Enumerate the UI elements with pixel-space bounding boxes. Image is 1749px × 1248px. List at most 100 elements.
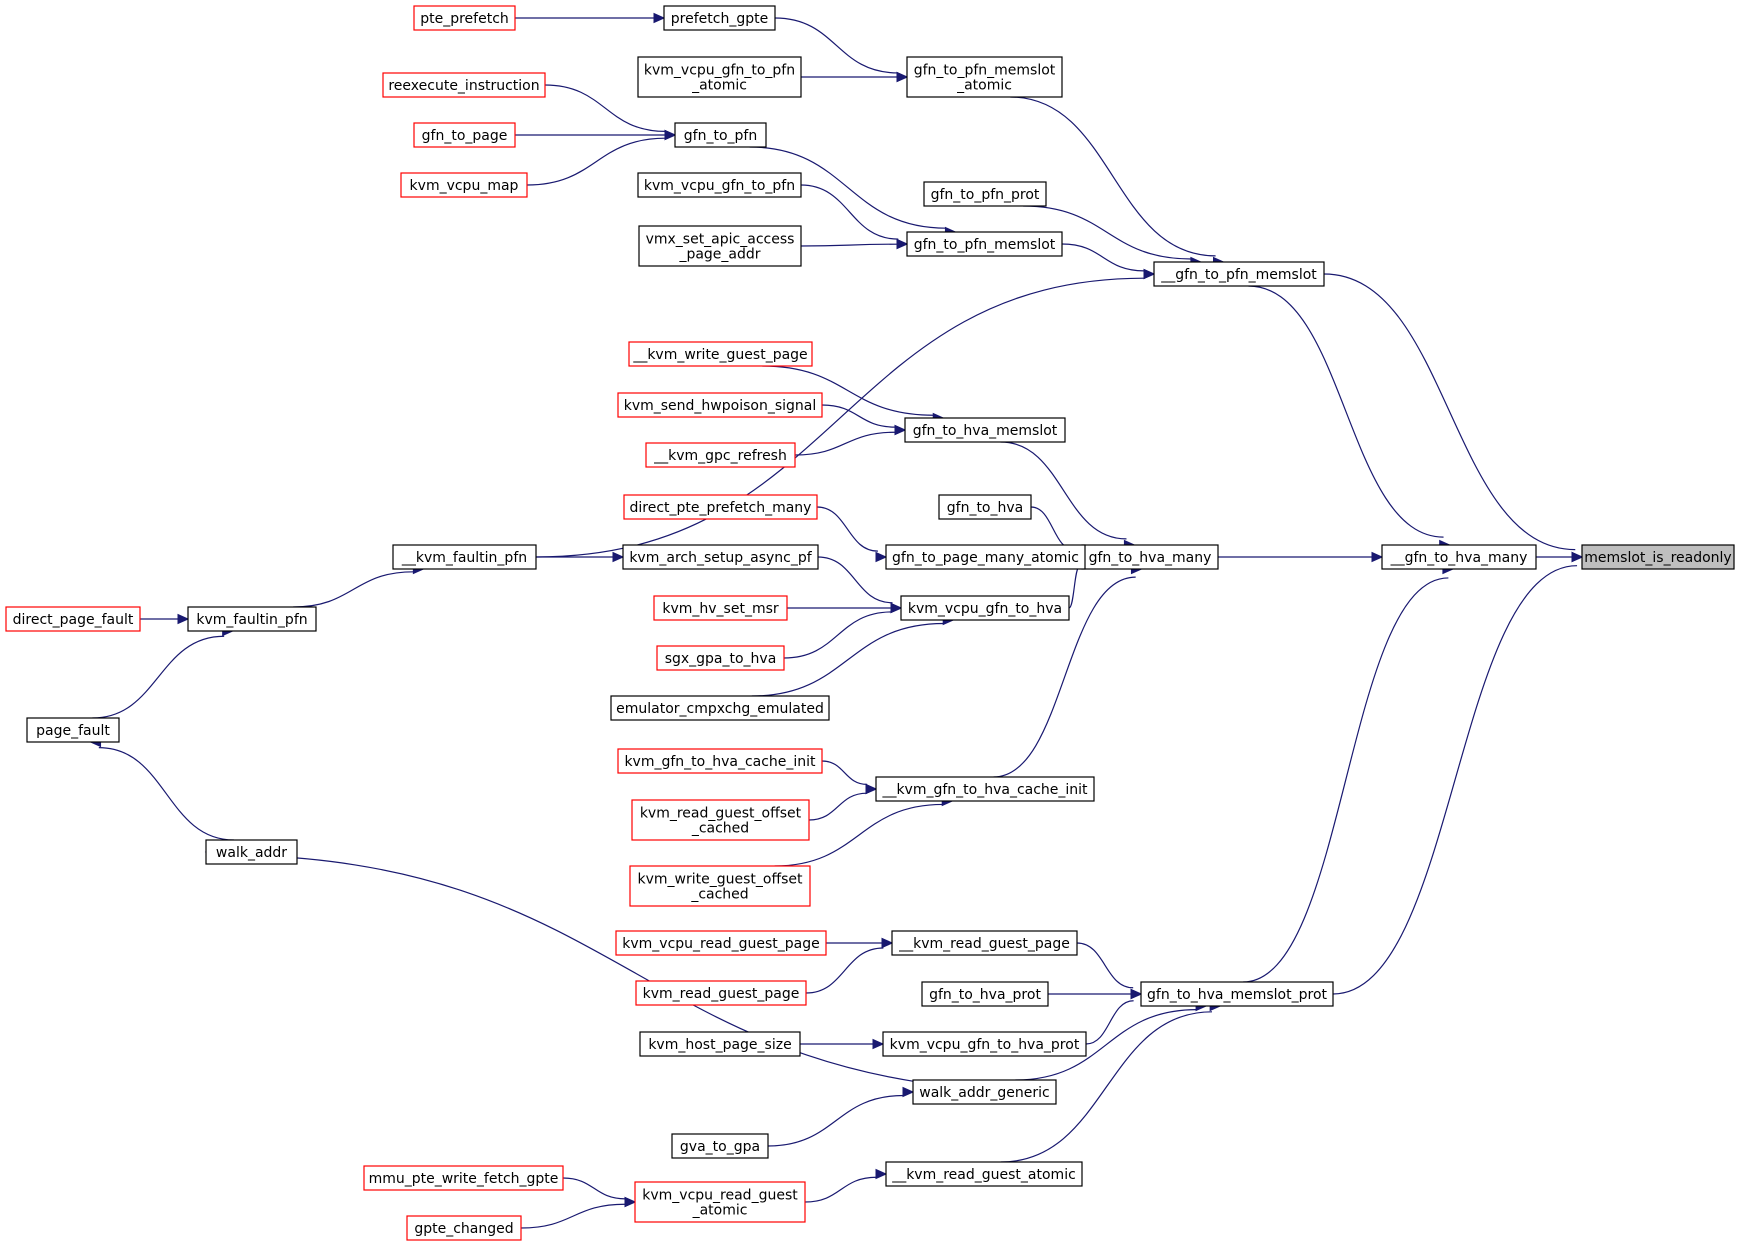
edge-__gfn_to_pfn_memslot-to-memslot_is_readonly	[1323, 273, 1584, 563]
edge-arrowhead	[872, 1038, 885, 1050]
node-__kvm_read_guest_atomic[interactable]: __kvm_read_guest_atomic	[885, 1161, 1083, 1187]
edge-kvm_hv_set_msr-to-kvm_vcpu_gfn_to_hva	[786, 602, 903, 614]
node-box	[615, 930, 827, 956]
edge-line	[767, 1094, 904, 1147]
node-label: kvm_arch_setup_async_pf	[629, 550, 812, 566]
node-__kvm_faultin_pfn[interactable]: __kvm_faultin_pfn	[392, 544, 537, 570]
node-box	[906, 231, 1063, 257]
node-label: mmu_pte_write_fetch_gpte	[369, 1171, 559, 1187]
node-kvm_vcpu_gfn_to_pfn[interactable]: kvm_vcpu_gfn_to_pfn	[637, 172, 802, 198]
node-box	[885, 544, 1086, 570]
node-gfn_to_hva_memslot[interactable]: gfn_to_hva_memslot	[904, 417, 1066, 443]
node-label: __kvm_read_guest_page	[898, 936, 1070, 952]
node-kvm_arch_setup_async_pf[interactable]: kvm_arch_setup_async_pf	[622, 544, 819, 570]
node-gfn_to_hva_memslot_prot[interactable]: gfn_to_hva_memslot_prot	[1140, 981, 1334, 1007]
node-kvm_hv_set_msr[interactable]: kvm_hv_set_msr	[653, 595, 788, 621]
node-gva_to_gpa[interactable]: gva_to_gpa	[671, 1133, 769, 1159]
edge-line	[774, 803, 943, 867]
node-gfn_to_pfn[interactable]: gfn_to_pfn	[674, 122, 767, 148]
edge-line	[1076, 942, 1134, 989]
node-page_fault[interactable]: page_fault	[26, 717, 120, 743]
node-label: gfn_to_page	[422, 128, 508, 144]
node-sgx_gpa_to_hva[interactable]: sgx_gpa_to_hva	[656, 645, 785, 671]
node-gfn_to_pfn_memslot[interactable]: gfn_to_pfn_memslot	[906, 231, 1063, 257]
node-walk_addr[interactable]: walk_addr	[205, 839, 298, 865]
node-pte_prefetch[interactable]: pte_prefetch	[413, 5, 516, 31]
node-__kvm_write_guest_page[interactable]: __kvm_write_guest_page	[628, 341, 813, 367]
node-box	[1153, 261, 1325, 287]
node-gfn_to_hva[interactable]: gfn_to_hva	[938, 494, 1032, 520]
node-direct_pte_prefetch_many[interactable]: direct_pte_prefetch_many	[623, 494, 818, 520]
node-gfn_to_hva_prot[interactable]: gfn_to_hva_prot	[921, 981, 1049, 1007]
node-label: kvm_vcpu_gfn_to_hva	[908, 601, 1062, 617]
node-kvm_send_hwpoison_signal[interactable]: kvm_send_hwpoison_signal	[617, 392, 823, 418]
node-gfn_to_page[interactable]: gfn_to_page	[413, 122, 516, 148]
node-label: walk_addr	[216, 845, 287, 861]
node-prefetch_gpte[interactable]: prefetch_gpte	[663, 5, 776, 31]
edge-line	[993, 576, 1136, 778]
node-gfn_to_pfn_prot[interactable]: gfn_to_pfn_prot	[923, 181, 1047, 207]
node-emulator_cmpxchg_emulated[interactable]: emulator_cmpxchg_emulated	[610, 695, 830, 721]
node-__kvm_gpc_refresh[interactable]: __kvm_gpc_refresh	[645, 442, 796, 468]
node-direct_page_fault[interactable]: direct_page_fault	[5, 606, 141, 632]
edge-__kvm_faultin_pfn-to-__gfn_to_pfn_memslot	[535, 268, 1156, 558]
edge-line	[1023, 205, 1192, 260]
node-box	[623, 494, 818, 520]
node-vmx_set_apic_access_page_addr[interactable]: vmx_set_apic_access_page_addr	[638, 225, 802, 267]
node-kvm_vcpu_read_guest_page[interactable]: kvm_vcpu_read_guest_page	[615, 930, 827, 956]
node-__kvm_gfn_to_hva_cache_init[interactable]: __kvm_gfn_to_hva_cache_init	[875, 776, 1095, 802]
node-mmu_pte_write_fetch_gpte[interactable]: mmu_pte_write_fetch_gpte	[363, 1165, 564, 1191]
node-box	[628, 341, 813, 367]
node-kvm_vcpu_gfn_to_pfn_atomic[interactable]: kvm_vcpu_gfn_to_pfn_atomic	[637, 56, 802, 98]
node-__gfn_to_pfn_memslot[interactable]: __gfn_to_pfn_memslot	[1153, 261, 1325, 287]
node-__kvm_read_guest_page[interactable]: __kvm_read_guest_page	[891, 930, 1078, 956]
node-kvm_vcpu_read_guest_atomic[interactable]: kvm_vcpu_read_guest_atomic	[634, 1181, 806, 1223]
node-kvm_read_guest_page[interactable]: kvm_read_guest_page	[635, 980, 807, 1006]
node-reexecute_instruction[interactable]: reexecute_instruction	[382, 72, 546, 98]
node-box	[5, 606, 141, 632]
node-kvm_gfn_to_hva_cache_init[interactable]: kvm_gfn_to_hva_cache_init	[617, 748, 823, 774]
edge-line	[821, 760, 868, 785]
node-kvm_read_guest_offset_cached[interactable]: kvm_read_guest_offset_cached	[631, 799, 810, 841]
node-gpte_changed[interactable]: gpte_changed	[406, 1215, 522, 1241]
node-kvm_write_guest_offset_cached[interactable]: kvm_write_guest_offset_cached	[629, 865, 811, 907]
edge-line	[816, 506, 878, 552]
node-label: _page_addr	[678, 247, 760, 263]
node-box	[635, 980, 807, 1006]
node-gfn_to_pfn_memslot_atomic[interactable]: gfn_to_pfn_memslot_atomic	[906, 56, 1063, 98]
node-__gfn_to_hva_many[interactable]: __gfn_to_hva_many	[1381, 544, 1537, 570]
edge-direct_page_fault-to-kvm_faultin_pfn	[140, 613, 190, 625]
node-kvm_vcpu_gfn_to_hva[interactable]: kvm_vcpu_gfn_to_hva	[900, 595, 1070, 621]
node-box	[1581, 544, 1735, 570]
node-label: gfn_to_hva_memslot_prot	[1147, 987, 1328, 1003]
node-gfn_to_page_many_atomic[interactable]: gfn_to_page_many_atomic	[885, 544, 1086, 570]
edge-gfn_to_hva_many-to-__gfn_to_hva_many	[1217, 551, 1384, 563]
edge-line	[1332, 565, 1578, 995]
node-kvm_vcpu_map[interactable]: kvm_vcpu_map	[400, 172, 528, 198]
node-walk_addr_generic[interactable]: walk_addr_generic	[912, 1079, 1057, 1105]
edge-line	[804, 1176, 877, 1203]
edge-line	[800, 184, 899, 240]
node-label: __gfn_to_pfn_memslot	[1160, 267, 1317, 283]
edge-line	[1030, 506, 1075, 551]
edge-arrowhead	[1571, 551, 1584, 563]
edge-line	[751, 622, 944, 697]
node-kvm_faultin_pfn[interactable]: kvm_faultin_pfn	[187, 606, 317, 632]
node-label: gfn_to_hva	[947, 500, 1023, 516]
node-kvm_host_page_size[interactable]: kvm_host_page_size	[639, 1031, 801, 1057]
node-box	[617, 748, 823, 774]
node-box	[923, 181, 1047, 207]
node-box	[921, 981, 1049, 1007]
node-box	[634, 1181, 806, 1223]
edge-line	[1085, 1000, 1134, 1045]
edge-sgx_gpa_to_hva-to-kvm_vcpu_gfn_to_hva	[783, 602, 903, 659]
node-label: gfn_to_page_many_atomic	[892, 550, 1079, 566]
node-label: direct_pte_prefetch_many	[630, 500, 812, 516]
edge-arrowhead	[177, 613, 190, 625]
edge-gfn_to_hva_prot-to-gfn_to_hva_memslot_prot	[1048, 988, 1143, 1000]
node-label: __kvm_gfn_to_hva_cache_init	[881, 782, 1088, 798]
node-box	[363, 1165, 564, 1191]
node-box	[938, 494, 1032, 520]
node-gfn_to_hva_many[interactable]: gfn_to_hva_many	[1081, 544, 1219, 570]
node-kvm_vcpu_gfn_to_hva_prot[interactable]: kvm_vcpu_gfn_to_hva_prot	[882, 1031, 1087, 1057]
